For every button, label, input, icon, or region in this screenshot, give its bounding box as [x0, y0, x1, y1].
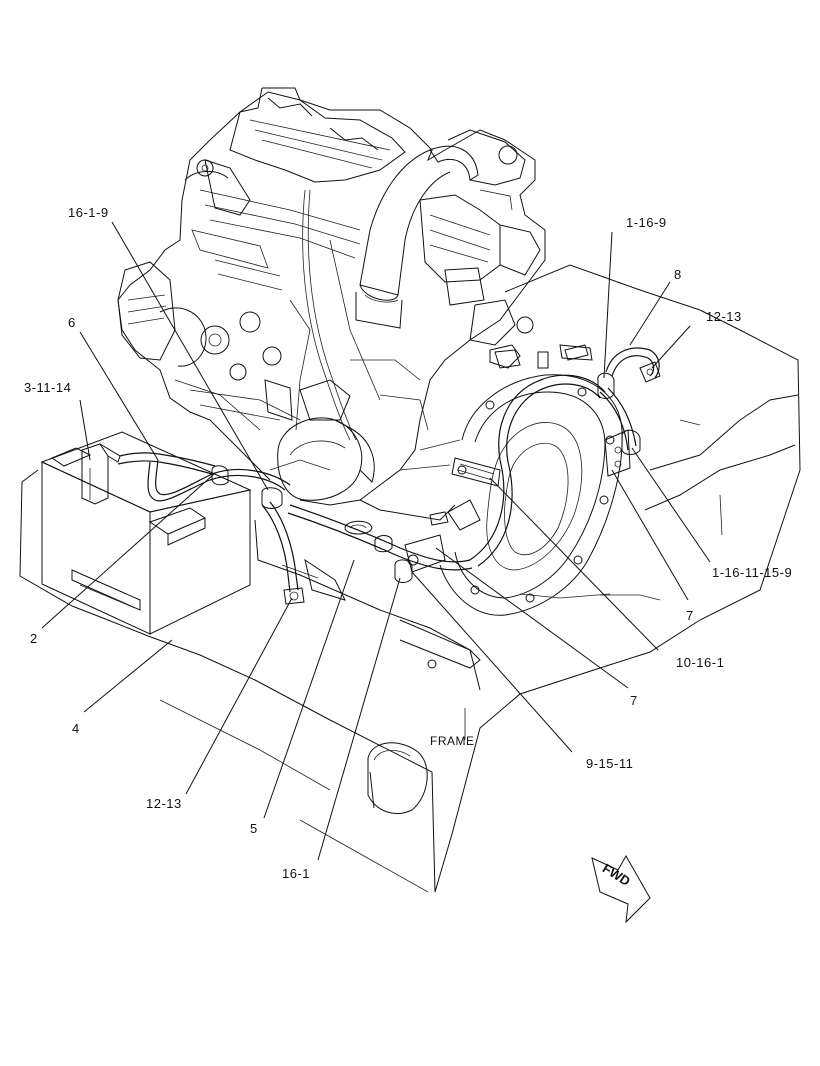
callout-16-1-9: 16-1-9: [68, 205, 109, 220]
engine: [117, 87, 593, 553]
callout-12-13-bottom: 12-13: [146, 796, 182, 811]
callout-5: 5: [250, 821, 258, 836]
callout-1-16-9: 1-16-9: [626, 215, 667, 230]
callout-7-upper: 7: [686, 608, 694, 623]
callouts: 16-1-9 6 3-11-14 2 4 12-13 5 16-1 9-15-1…: [24, 205, 792, 881]
callout-8: 8: [674, 267, 682, 282]
hoses: [117, 344, 661, 605]
callout-3-11-14: 3-11-14: [24, 380, 71, 395]
frame-label: FRAME: [430, 734, 475, 748]
callout-16-1: 16-1: [282, 866, 310, 881]
battery: [40, 431, 252, 635]
callout-7-lower: 7: [630, 693, 638, 708]
leader-lines: [41, 221, 711, 861]
callout-9-15-11: 9-15-11: [586, 756, 633, 771]
callout-4: 4: [72, 721, 80, 736]
callout-2: 2: [30, 631, 38, 646]
frame-plate: [19, 264, 801, 893]
callout-12-13-top: 12-13: [706, 309, 742, 324]
callout-1-16-11-15-9: 1-16-11-15-9: [712, 565, 792, 580]
fwd-arrow: FWD: [591, 854, 651, 924]
fwd-label: FWD: [600, 861, 633, 889]
callout-10-16-1: 10-16-1: [676, 655, 724, 670]
callout-6: 6: [68, 315, 76, 330]
